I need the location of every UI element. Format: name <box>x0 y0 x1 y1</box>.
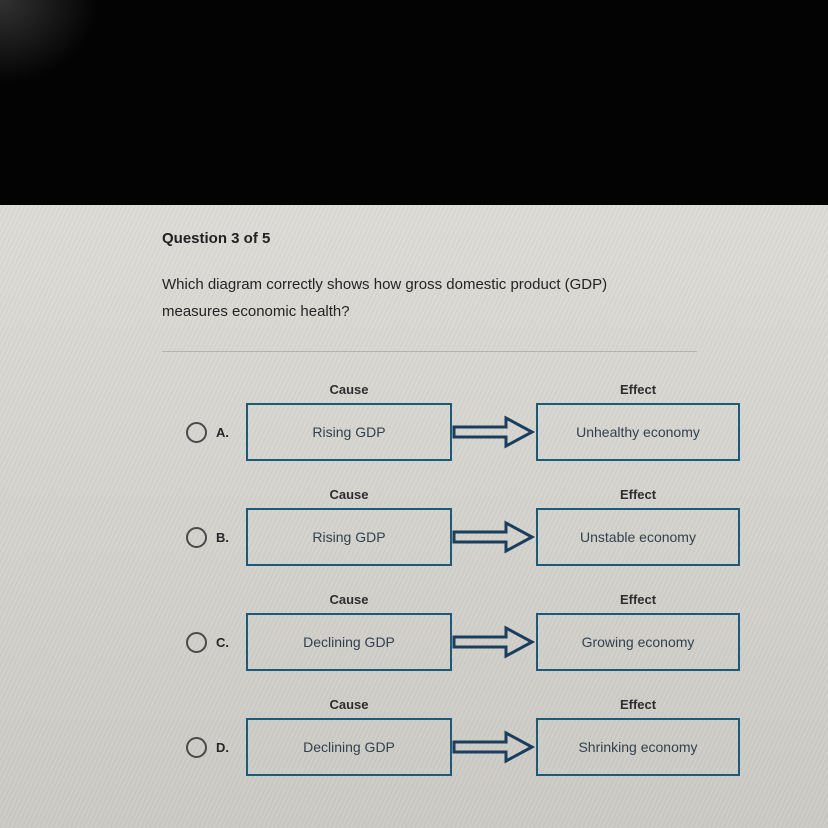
question-panel: Question 3 of 5 Which diagram correctly … <box>0 205 828 828</box>
cause-box: Declining GDP <box>246 718 452 776</box>
option-letter-c: C. <box>216 634 229 650</box>
question-line-2: measures economic health? <box>162 303 350 320</box>
effect-label: Effect <box>619 592 657 607</box>
cause-label: Cause <box>329 487 369 502</box>
right-arrow-icon <box>452 624 536 660</box>
cause-text: Declining GDP <box>303 739 395 755</box>
option-letter-d: D. <box>216 739 229 755</box>
radio-button-c[interactable] <box>186 631 207 653</box>
effect-text: Growing economy <box>581 634 695 650</box>
cause-box: Rising GDP <box>246 508 452 566</box>
right-arrow-icon <box>452 414 536 450</box>
cause-text: Rising GDP <box>312 424 386 440</box>
cause-text: Declining GDP <box>303 634 395 650</box>
effect-label: Effect <box>619 382 657 397</box>
cause-text: Rising GDP <box>312 529 386 545</box>
right-arrow-icon <box>452 729 536 765</box>
question-text: Which diagram correctly shows how gross … <box>162 271 722 325</box>
effect-text: Unhealthy economy <box>576 424 700 440</box>
effect-text: Shrinking economy <box>578 739 698 755</box>
cause-label: Cause <box>329 382 369 397</box>
cause-label: Cause <box>329 592 369 607</box>
question-line-1: Which diagram correctly shows how gross … <box>162 276 608 293</box>
cause-label: Cause <box>329 697 369 712</box>
answer-option-c: Cause Effect C. Declining GDP <box>162 592 828 671</box>
right-arrow-icon <box>452 519 536 555</box>
divider <box>162 351 697 352</box>
question-progress: Question 3 of 5 <box>162 230 271 247</box>
option-letter-a: A. <box>216 424 229 440</box>
answer-option-a: Cause Effect A. Rising GDP Unh <box>162 382 828 461</box>
option-letter-b: B. <box>216 529 229 545</box>
answer-option-d: Cause Effect D. Declining GDP <box>162 697 828 776</box>
radio-button-d[interactable] <box>186 736 207 758</box>
answer-options: Cause Effect A. Rising GDP Unh <box>162 382 828 776</box>
effect-label: Effect <box>619 697 657 712</box>
answer-option-b: Cause Effect B. Rising GDP Uns <box>162 487 828 566</box>
effect-label: Effect <box>619 487 657 502</box>
radio-button-a[interactable] <box>186 421 207 443</box>
top-black-region <box>0 0 828 205</box>
effect-box: Unstable economy <box>536 508 740 566</box>
effect-box: Growing economy <box>536 613 740 671</box>
cause-box: Rising GDP <box>246 403 452 461</box>
radio-button-b[interactable] <box>186 526 207 548</box>
effect-text: Unstable economy <box>580 529 696 545</box>
effect-box: Shrinking economy <box>536 718 740 776</box>
cause-box: Declining GDP <box>246 613 452 671</box>
effect-box: Unhealthy economy <box>536 403 740 461</box>
